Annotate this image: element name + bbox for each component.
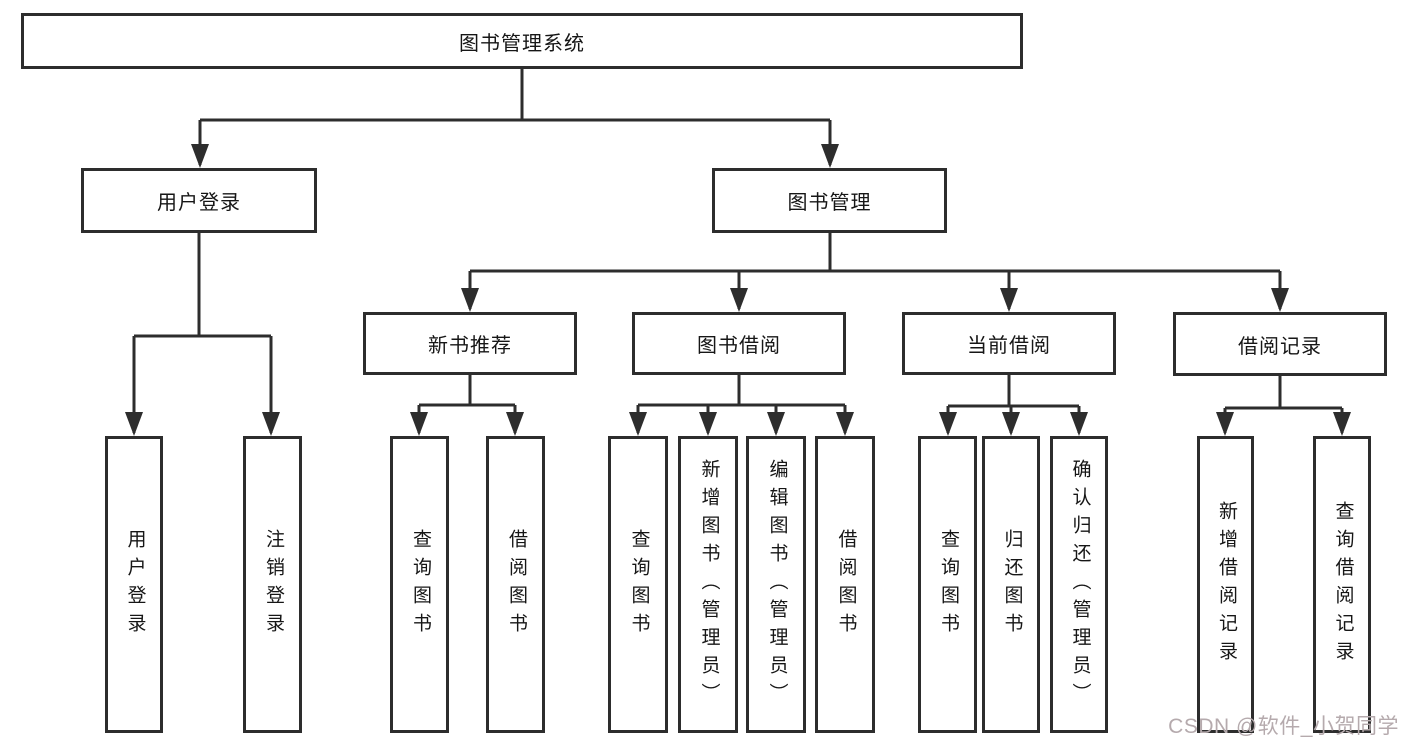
leaf-query-borrow-record-label: 查询借阅记录 — [1332, 500, 1354, 669]
leaf-query-books-recommend: 查询图书 — [390, 436, 449, 733]
node-root-system: 图书管理系统 — [21, 13, 1023, 69]
leaf-confirm-return-admin-label: 确认归还（管理员） — [1069, 458, 1091, 711]
leaf-borrow-books-recommend: 借阅图书 — [486, 436, 545, 733]
node-new-book-recommend-label: 新书推荐 — [428, 335, 512, 357]
leaf-user-login-label: 用户登录 — [124, 528, 146, 641]
leaf-borrow-books: 借阅图书 — [815, 436, 875, 733]
node-book-borrow-label: 图书借阅 — [697, 335, 781, 357]
node-book-management: 图书管理 — [712, 168, 947, 233]
leaf-borrow-books-recommend-label: 借阅图书 — [505, 528, 527, 641]
csdn-watermark: CSDN @软件_小贺同学 — [1168, 715, 1399, 738]
leaf-user-login: 用户登录 — [105, 436, 163, 733]
leaf-add-book-admin-label: 新增图书（管理员） — [698, 458, 720, 711]
leaf-query-books-recommend-label: 查询图书 — [409, 528, 431, 641]
leaf-add-borrow-record: 新增借阅记录 — [1197, 436, 1254, 733]
node-borrow-records-label: 借阅记录 — [1238, 335, 1322, 358]
connector-borrow-records-children — [1223, 375, 1344, 433]
leaf-query-borrow-record: 查询借阅记录 — [1313, 436, 1371, 733]
connector-book-borrow-children — [636, 375, 847, 433]
connector-book-management-children — [468, 233, 1282, 309]
leaf-confirm-return-admin: 确认归还（管理员） — [1050, 436, 1108, 733]
connector-root-to-level2 — [198, 69, 832, 165]
node-user-login-label: 用户登录 — [157, 192, 241, 214]
leaf-return-book-label: 归还图书 — [1001, 528, 1023, 641]
node-book-management-label: 图书管理 — [787, 192, 872, 214]
leaf-query-books-current-label: 查询图书 — [937, 528, 959, 641]
leaf-query-books-borrow: 查询图书 — [608, 436, 668, 733]
leaf-return-book: 归还图书 — [982, 436, 1040, 733]
leaf-add-borrow-record-label: 新增借阅记录 — [1215, 500, 1237, 669]
node-borrow-records: 借阅记录 — [1173, 312, 1387, 376]
leaf-logout-label: 注销登录 — [262, 528, 284, 641]
node-user-login: 用户登录 — [81, 168, 317, 233]
leaf-query-books-borrow-label: 查询图书 — [628, 528, 650, 641]
node-current-borrow-label: 当前借阅 — [967, 335, 1051, 357]
node-book-borrow: 图书借阅 — [632, 312, 846, 375]
leaf-borrow-books-label: 借阅图书 — [835, 528, 857, 641]
leaf-edit-book-admin-label: 编辑图书（管理员） — [766, 458, 788, 711]
leaf-query-books-current: 查询图书 — [918, 436, 977, 733]
connector-new-book-children — [417, 375, 517, 433]
leaf-logout: 注销登录 — [243, 436, 302, 733]
leaf-edit-book-admin: 编辑图书（管理员） — [746, 436, 806, 733]
node-root-label: 图书管理系统 — [459, 32, 585, 55]
node-current-borrow: 当前借阅 — [902, 312, 1116, 375]
arrowheads — [125, 144, 1351, 436]
leaf-add-book-admin: 新增图书（管理员） — [678, 436, 738, 733]
node-new-book-recommend: 新书推荐 — [363, 312, 577, 375]
connector-user-login-children — [132, 233, 273, 433]
